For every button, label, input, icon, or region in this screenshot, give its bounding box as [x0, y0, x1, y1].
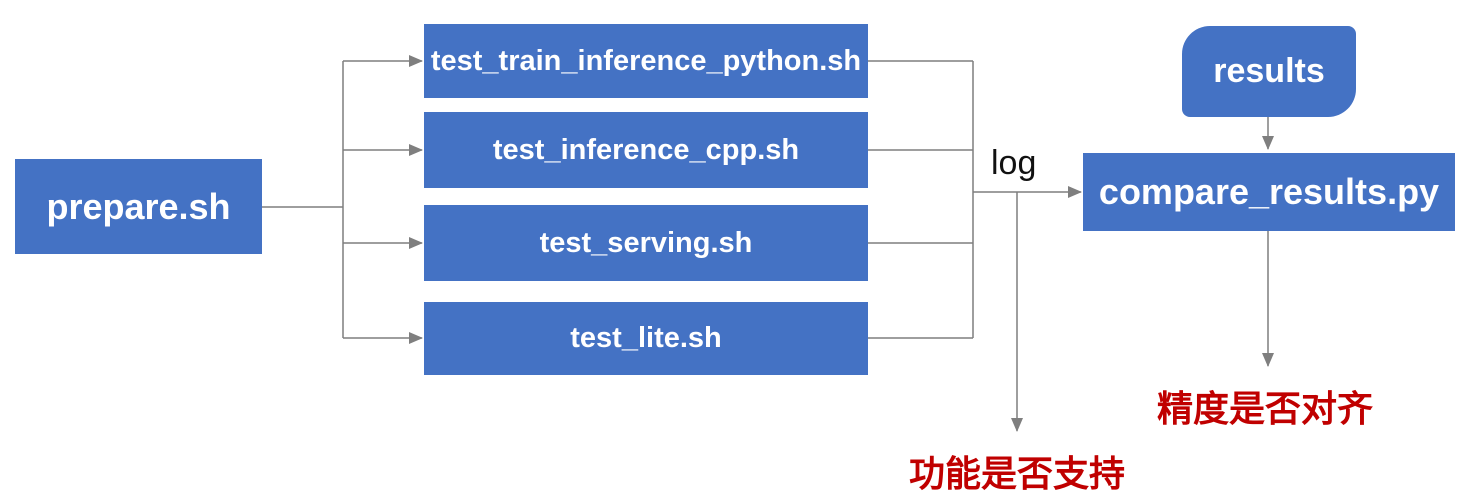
annotation-precision-aligned: 精度是否对齐 — [1156, 388, 1374, 429]
node-test-serving-sh-label: test_serving.sh — [539, 226, 753, 259]
node-compare-results-py-label: compare_results.py — [1098, 171, 1440, 212]
node-prepare-sh: prepare.sh — [15, 159, 262, 254]
node-results: results — [1182, 26, 1356, 117]
node-test-lite-sh: test_lite.sh — [424, 302, 868, 375]
node-test-inference-cpp-sh-label: test_inference_cpp.sh — [492, 133, 800, 166]
node-prepare-sh-label: prepare.sh — [46, 185, 231, 227]
node-test-serving-sh: test_serving.sh — [424, 205, 868, 281]
edge-label-log: log — [991, 144, 1037, 182]
node-test-train-inference-python-sh: test_train_inference_python.sh — [424, 24, 868, 98]
node-test-lite-sh-label: test_lite.sh — [570, 322, 722, 354]
node-test-train-inference-python-sh-label: test_train_inference_python.sh — [430, 44, 862, 77]
node-results-label: results — [1213, 52, 1325, 90]
node-test-inference-cpp-sh: test_inference_cpp.sh — [424, 112, 868, 188]
node-compare-results-py: compare_results.py — [1083, 153, 1455, 231]
annotation-function-support: 功能是否支持 — [908, 453, 1126, 494]
